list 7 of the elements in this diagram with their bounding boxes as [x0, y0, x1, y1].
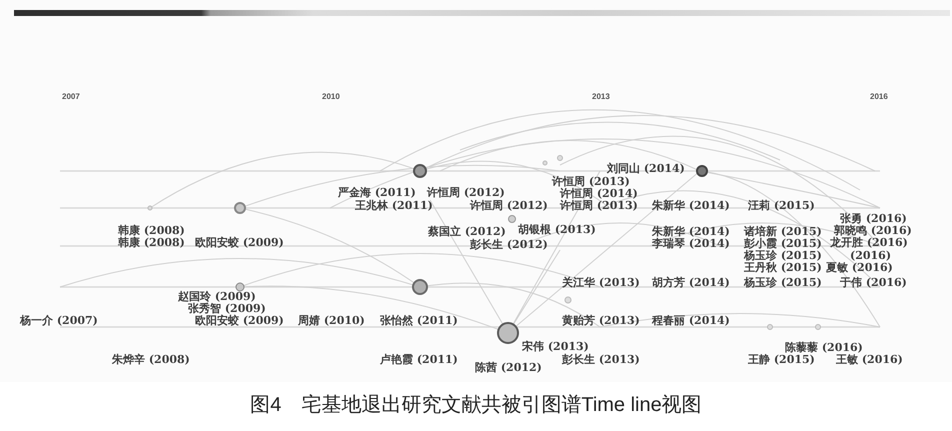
- author-year-label: 朱烨辛 (2008): [112, 354, 190, 366]
- author-year-label: 陈茜 (2012): [475, 362, 542, 374]
- author-year-label: 彭长生 (2013): [562, 354, 640, 366]
- figure-caption: 图4 宅基地退出研究文献共被引图谱Time line视图: [250, 393, 702, 417]
- author-year-label: 王静 (2015): [748, 354, 815, 366]
- author-year-label: 卢艳霞 (2011): [380, 354, 458, 366]
- author-year-label: 王敏 (2016): [836, 354, 903, 366]
